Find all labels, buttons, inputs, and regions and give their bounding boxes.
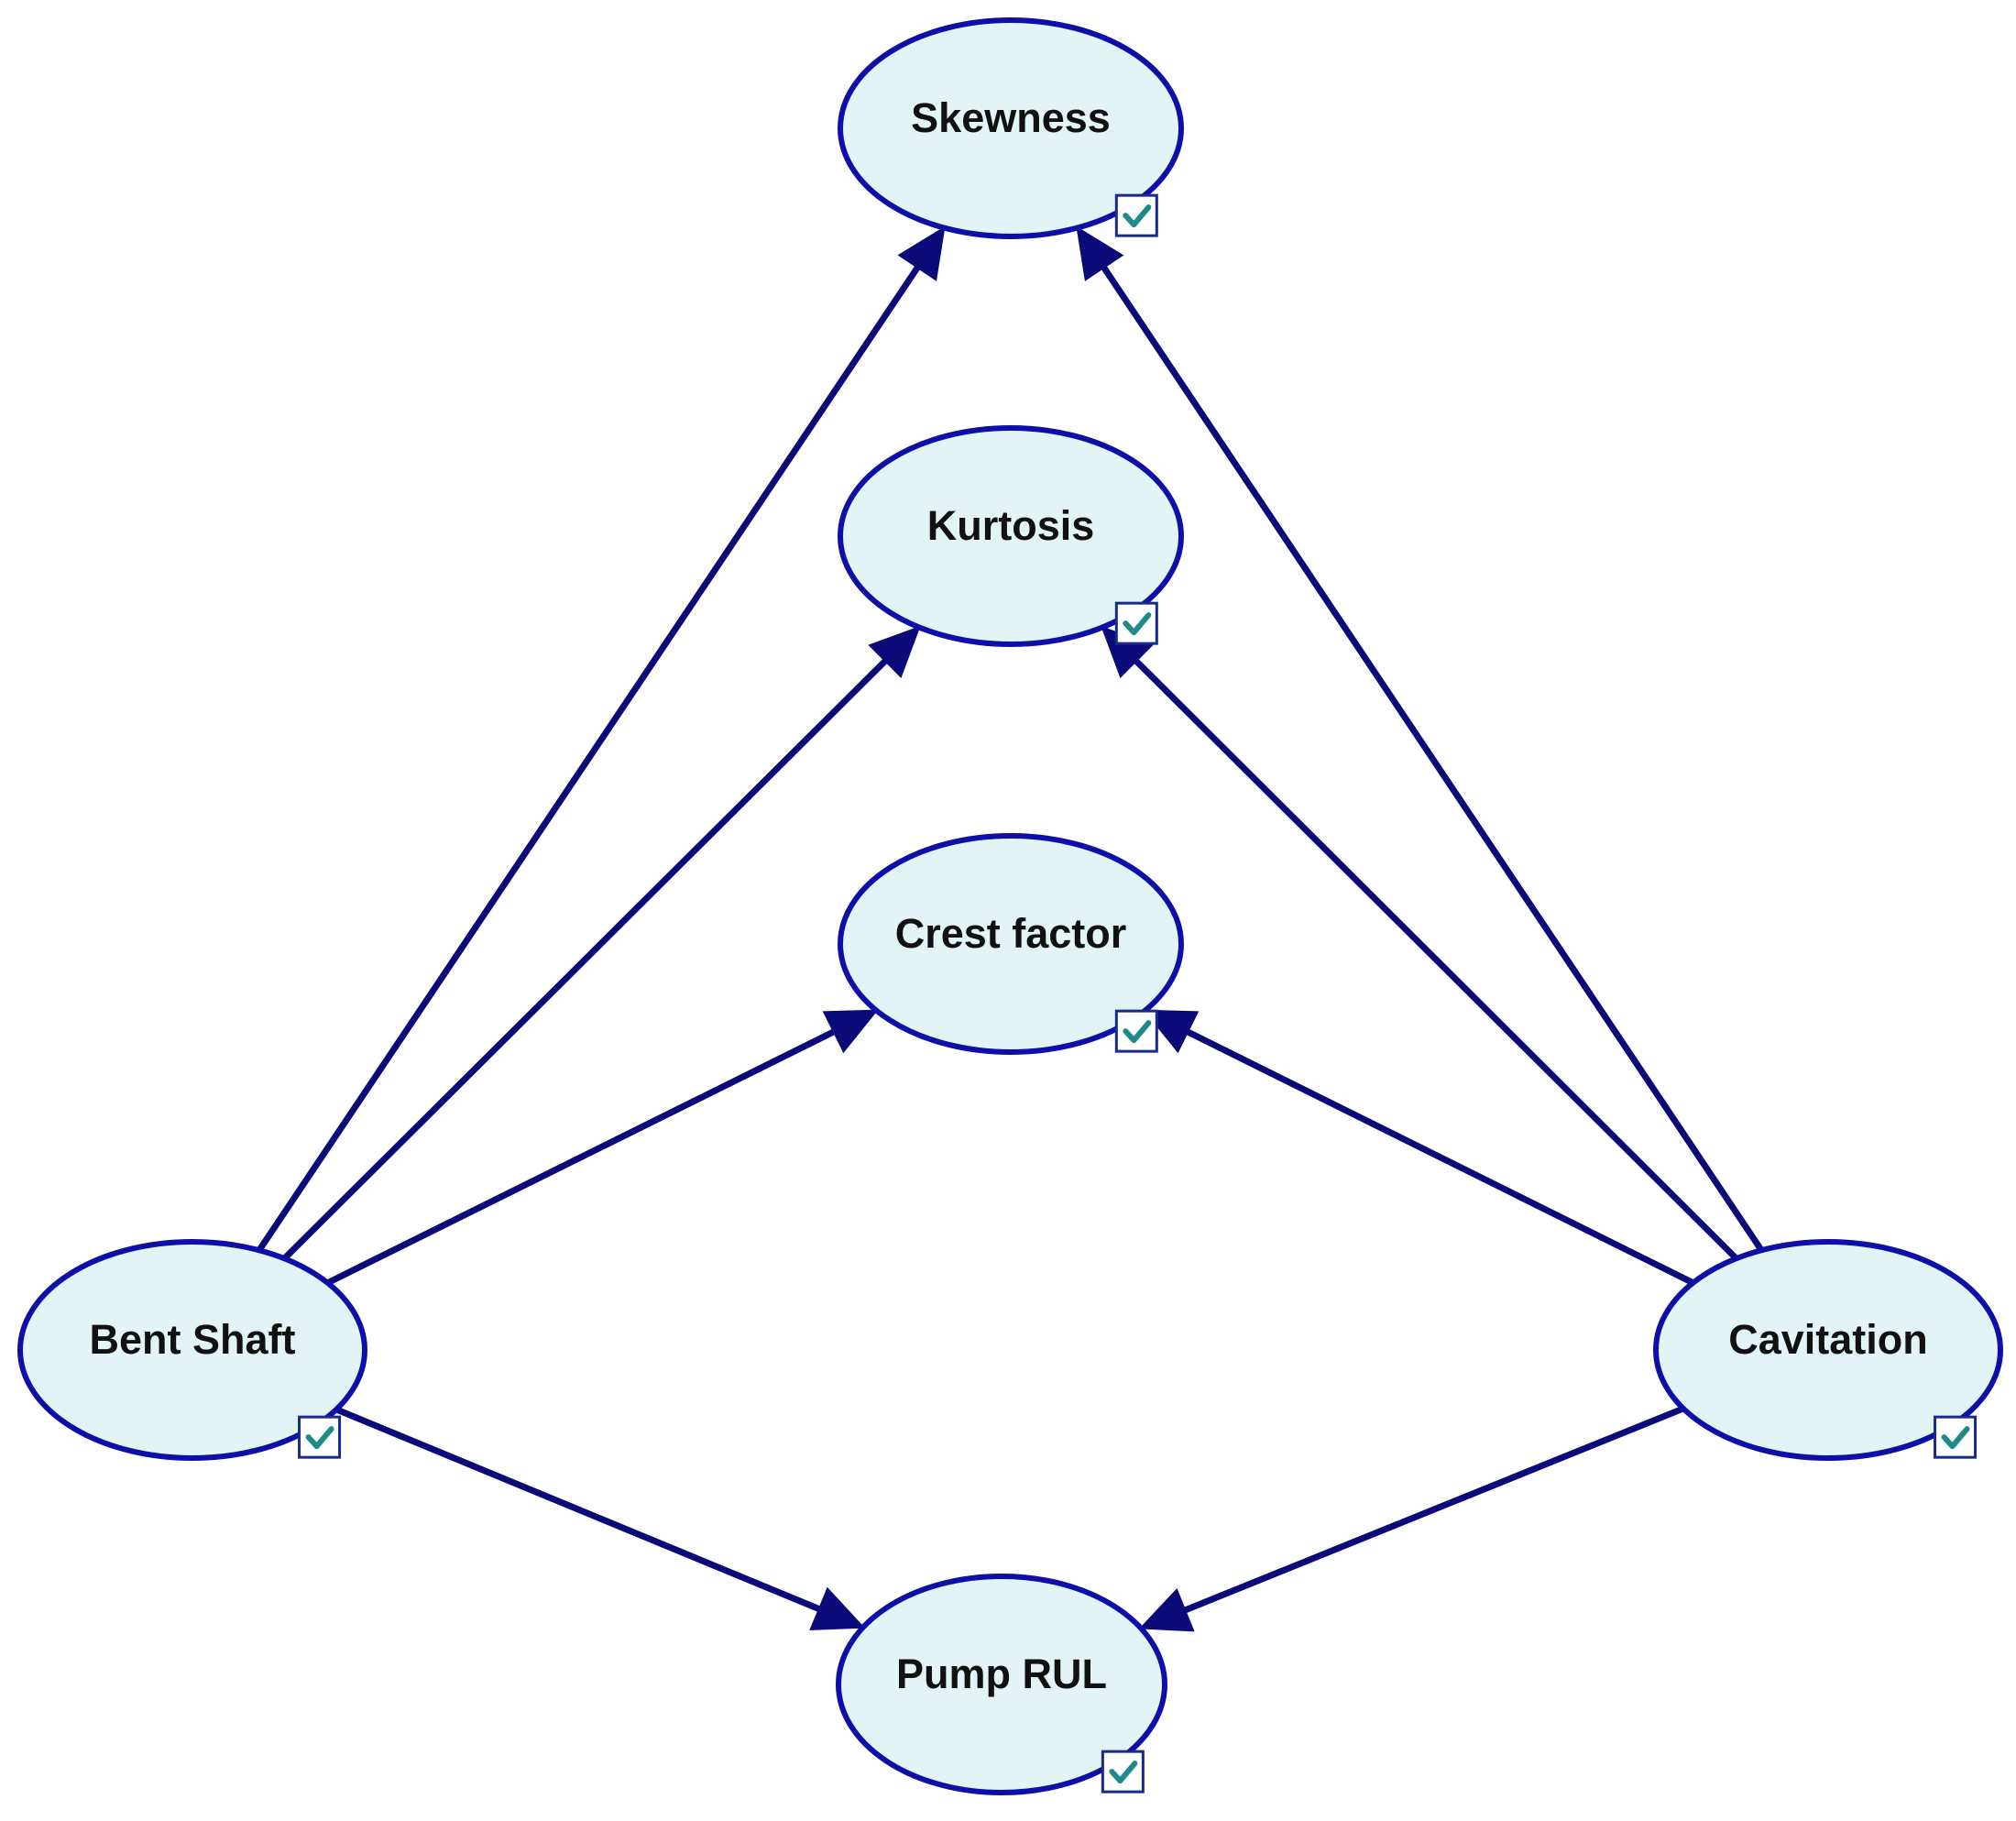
node-ellipse[interactable] (838, 17, 1184, 239)
node-skewness[interactable]: Skewness (838, 17, 1184, 239)
checkbox-frame (1114, 193, 1158, 237)
checkbox-check-icon[interactable] (1114, 193, 1158, 237)
checkbox-frame (1114, 601, 1158, 645)
checkbox-frame (1101, 1750, 1145, 1794)
node-label: Pump RUL (896, 1651, 1107, 1697)
node-ellipse[interactable] (1653, 1239, 2003, 1461)
checkbox-check-icon[interactable] (1114, 601, 1158, 645)
edge-cavitation-to-skewness (1076, 225, 1765, 1253)
check-mark (1109, 1761, 1138, 1784)
edge-line (1186, 1028, 1695, 1286)
checkbox-check-icon[interactable] (1114, 1009, 1158, 1053)
check-mark (1123, 612, 1152, 636)
node-label: Cavitation (1728, 1316, 1928, 1363)
arrowhead-icon (1076, 225, 1124, 281)
node-crest-factor[interactable]: Crest factor (838, 833, 1184, 1055)
check-mark (305, 1426, 334, 1450)
checkbox-frame (1114, 1009, 1158, 1053)
edge-line (334, 1406, 821, 1612)
node-cavitation[interactable]: Cavitation (1653, 1239, 2003, 1461)
checkbox-frame (1934, 1415, 1978, 1459)
arrowhead-icon (822, 1009, 879, 1054)
checkbox-check-icon[interactable] (1934, 1415, 1978, 1459)
edge-cavitation-to-kurtosis (1101, 625, 1739, 1261)
checkbox-frame (298, 1415, 342, 1459)
node-pump-rul[interactable]: Pump RUL (836, 1574, 1167, 1795)
edge-cavitation-to-pump_rul (1138, 1405, 1685, 1632)
edge-bent_shaft-to-pump_rul (334, 1406, 866, 1630)
edge-line (281, 658, 888, 1261)
edge-line (256, 265, 921, 1253)
edges-layer (256, 225, 1765, 1632)
node-ellipse[interactable] (838, 425, 1184, 647)
edge-line (1101, 265, 1765, 1253)
edge-bent_shaft-to-crest_factor (325, 1009, 879, 1286)
arrowhead-icon (868, 625, 921, 678)
check-mark (1123, 1020, 1152, 1044)
node-label: Crest factor (895, 910, 1127, 957)
node-ellipse[interactable] (838, 833, 1184, 1055)
check-mark (1123, 204, 1152, 228)
node-ellipse[interactable] (836, 1574, 1167, 1795)
checkbox-check-icon[interactable] (1101, 1750, 1145, 1794)
arrowhead-icon (809, 1586, 866, 1630)
node-label: Kurtosis (927, 502, 1095, 549)
check-mark (1941, 1426, 1970, 1450)
edge-line (1134, 658, 1739, 1261)
edge-line (325, 1028, 836, 1286)
arrowhead-icon (897, 225, 946, 281)
edge-bent_shaft-to-kurtosis (281, 625, 921, 1261)
node-ellipse[interactable] (17, 1239, 367, 1461)
edge-cavitation-to-crest_factor (1143, 1009, 1695, 1286)
checkbox-check-icon[interactable] (298, 1415, 342, 1459)
node-bent-shaft[interactable]: Bent Shaft (17, 1239, 367, 1461)
edge-bent_shaft-to-skewness (256, 225, 946, 1253)
node-kurtosis[interactable]: Kurtosis (838, 425, 1184, 647)
node-label: Bent Shaft (90, 1316, 296, 1363)
edge-line (1183, 1405, 1685, 1614)
node-label: Skewness (911, 94, 1111, 141)
arrowhead-icon (1138, 1587, 1195, 1632)
